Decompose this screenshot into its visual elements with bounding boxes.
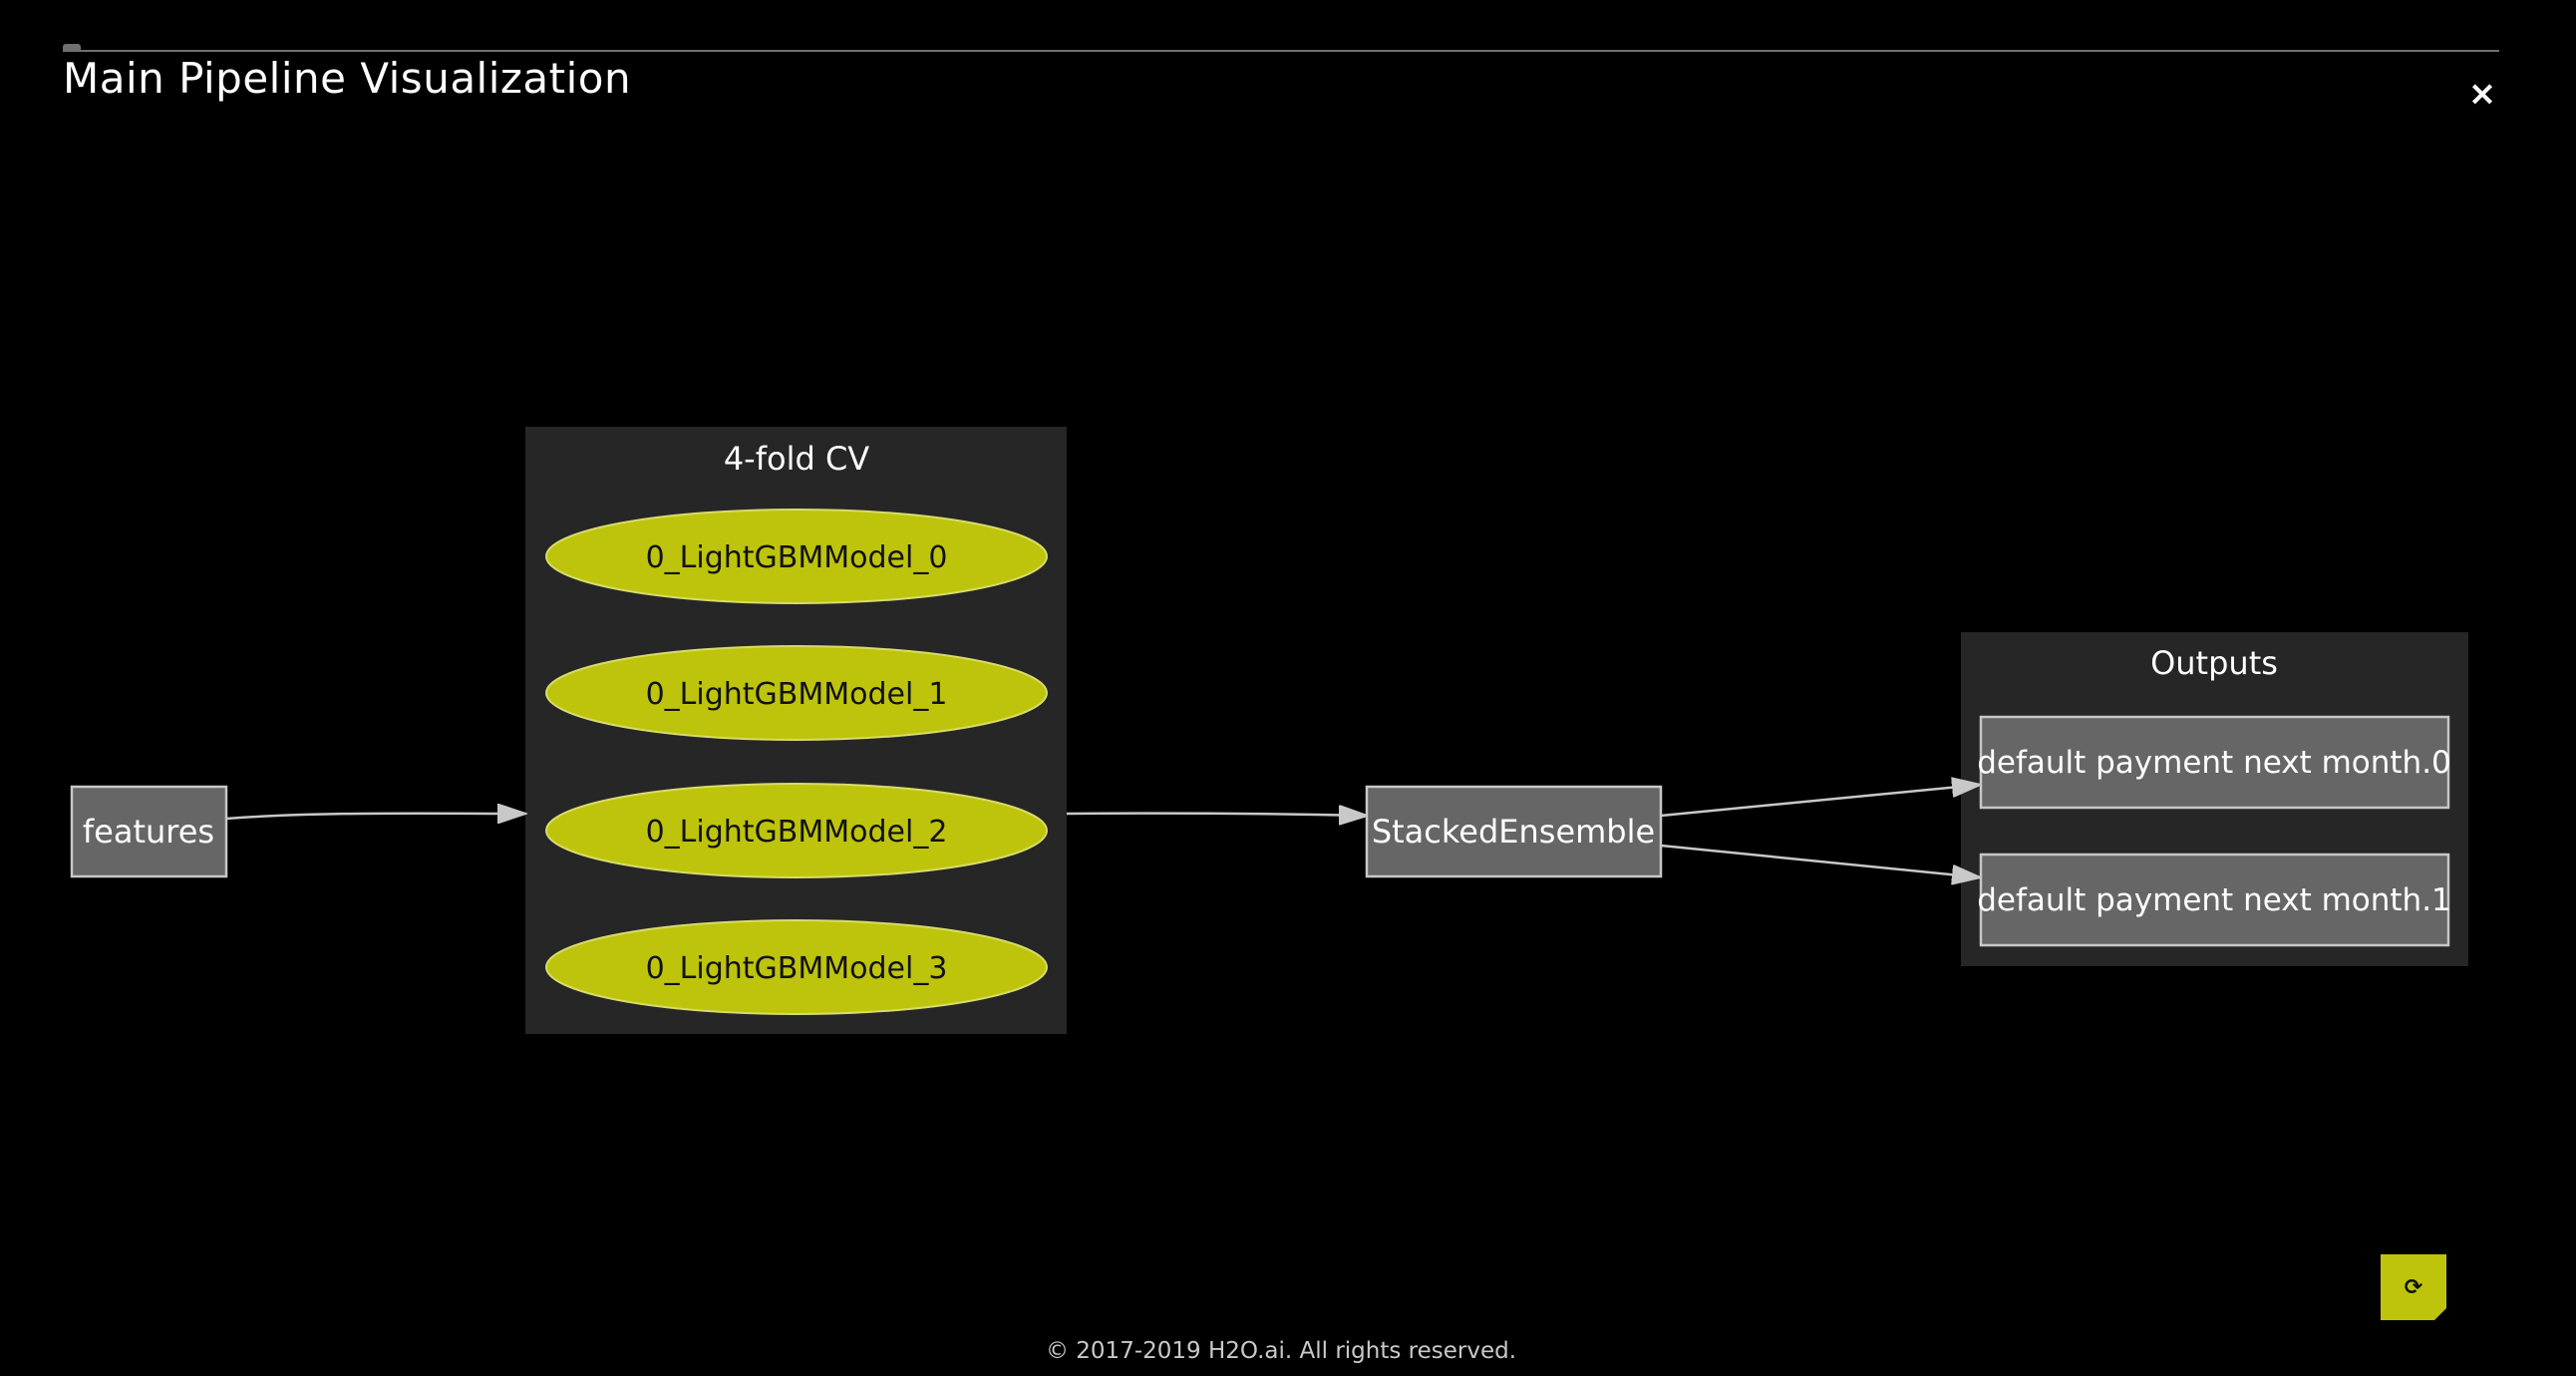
dialog-title: Main Pipeline Visualization — [63, 54, 632, 103]
model-node[interactable]: 0_LightGBMModel_2 — [545, 783, 1048, 878]
stacked-ensemble-label: StackedEnsemble — [1372, 813, 1655, 851]
model-node[interactable]: 0_LightGBMModel_3 — [545, 919, 1048, 1015]
edge-ensemble-to-output-1 — [1660, 844, 1980, 877]
graph-edges — [225, 785, 1980, 877]
stacked-ensemble-node[interactable]: StackedEnsemble — [1365, 785, 1663, 878]
close-button[interactable]: × — [2462, 74, 2502, 114]
model-node-label: 0_LightGBMModel_2 — [646, 815, 948, 850]
footer-copyright: © 2017-2019 H2O.ai. All rights reserved. — [1045, 1338, 1517, 1364]
features-node[interactable]: features — [70, 785, 228, 878]
output-node-label: default payment next month.0 — [1977, 745, 2451, 781]
model-node-label: 0_LightGBMModel_0 — [646, 540, 948, 575]
edge-cv-to-ensemble — [1066, 814, 1367, 816]
header-divider — [63, 50, 2499, 52]
button-corner-notch — [2434, 1308, 2446, 1320]
output-node[interactable]: default payment next month.0 — [1977, 715, 2451, 810]
close-icon: × — [2467, 74, 2497, 114]
model-node-label: 0_LightGBMModel_1 — [646, 677, 948, 712]
refresh-icon: ⟳ — [2404, 1274, 2423, 1300]
features-node-label: features — [83, 813, 214, 851]
edge-ensemble-to-output-0 — [1660, 785, 1980, 818]
output-node[interactable]: default payment next month.1 — [1977, 853, 2451, 947]
cv-cluster-label: 4-fold CV — [724, 440, 869, 478]
edge-features-to-cv — [225, 814, 525, 819]
header-tab-marker — [63, 44, 81, 52]
model-node-label: 0_LightGBMModel_3 — [646, 951, 948, 986]
model-node[interactable]: 0_LightGBMModel_0 — [545, 509, 1048, 604]
refresh-button[interactable]: ⟳ — [2381, 1254, 2446, 1320]
output-node-label: default payment next month.1 — [1977, 882, 2451, 918]
outputs-cluster-label: Outputs — [2150, 644, 2278, 682]
model-node[interactable]: 0_LightGBMModel_1 — [545, 645, 1048, 741]
